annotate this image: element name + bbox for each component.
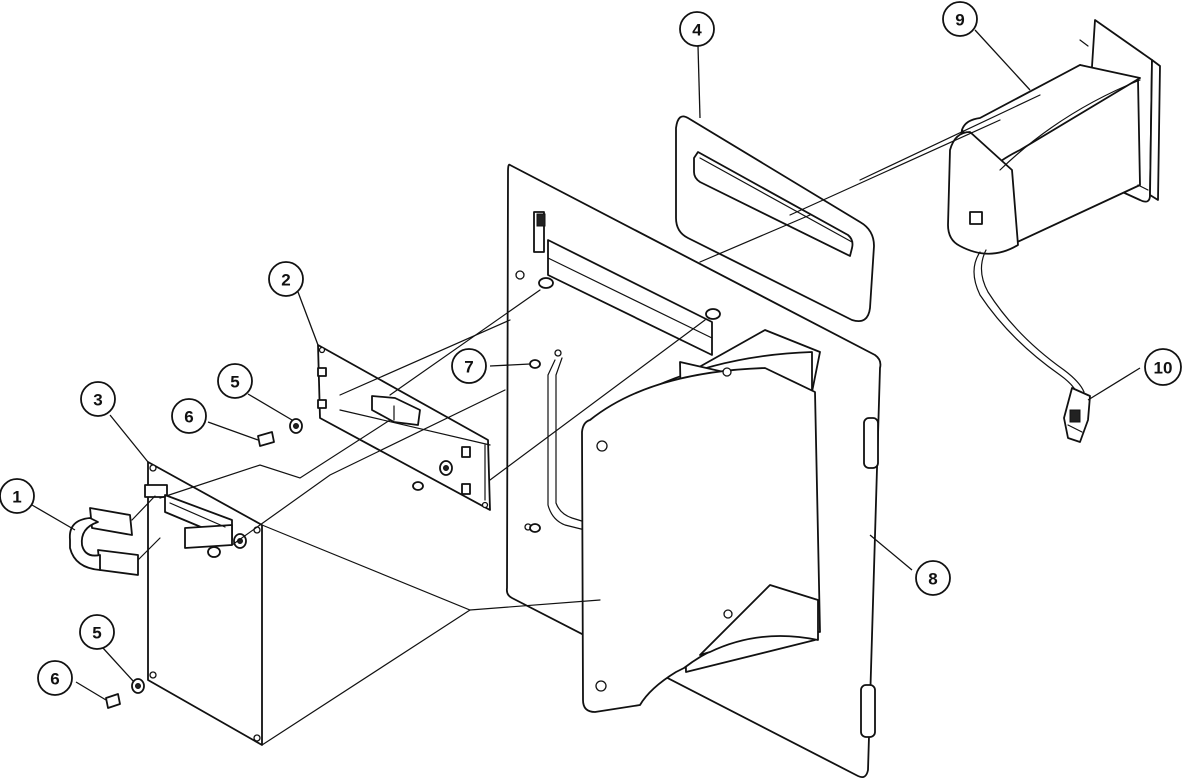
callout-3-label: 3 [93,391,102,410]
callout-9: 9 [942,1,978,37]
callout-6-lower: 6 [37,660,73,696]
ribbon-cable-part-1 [68,495,161,576]
callout-5-lower-label: 5 [92,624,101,643]
assembly-guide-lines [159,94,1041,746]
hardware-screws-washers [105,359,541,709]
bezel-part-4 [675,115,875,323]
callout-2: 2 [268,261,304,297]
connector-part-10 [1063,387,1091,443]
callout-3: 3 [80,381,116,417]
callout-2-label: 2 [281,271,290,290]
callout-5-upper-label: 5 [230,373,239,392]
front-tray-part-8 [581,329,821,713]
callout-1-label: 1 [12,488,21,507]
callout-10-label: 10 [1154,359,1173,378]
callout-6-upper-label: 6 [184,408,193,427]
callout-10: 10 [1144,348,1182,386]
callout-5-lower: 5 [79,614,115,650]
callout-6-lower-label: 6 [50,670,59,689]
callout-7-label: 7 [464,358,473,377]
circuit-board-part-3 [144,461,263,746]
callout-1: 1 [0,478,35,514]
callout-7: 7 [451,348,487,384]
callout-4-label: 4 [692,21,702,40]
callout-9-label: 9 [955,11,964,30]
module-part-9 [947,19,1161,396]
callout-4: 4 [679,11,715,47]
leader-lines [31,29,1141,701]
callout-6-upper: 6 [171,398,207,434]
callout-5-upper: 5 [217,363,253,399]
callout-8-label: 8 [928,570,937,589]
callout-8: 8 [915,560,951,596]
